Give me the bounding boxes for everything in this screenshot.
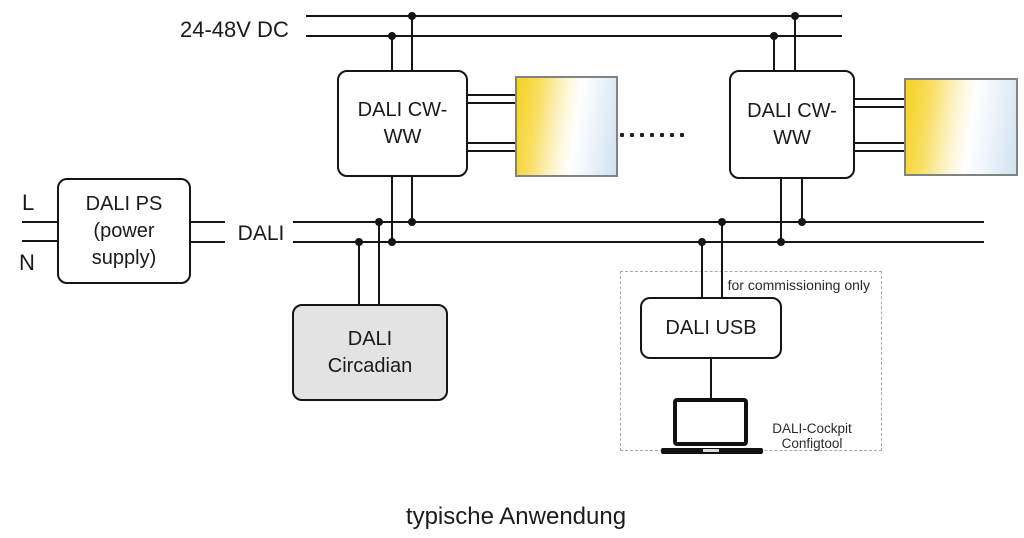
- driver1-led-wire: [468, 102, 515, 104]
- power-supply-label-line2: (power: [93, 219, 155, 242]
- driver1-dali-wire-b: [411, 177, 413, 223]
- configtool-label-line1: DALI-Cockpit: [772, 421, 852, 436]
- cw-ww-led-strip-1: [515, 76, 618, 177]
- junction-dot: [408, 12, 416, 20]
- driver2-led-wire: [855, 142, 904, 144]
- circadian-label-line1: DALI: [347, 327, 393, 350]
- driver1-led-wire: [468, 142, 515, 144]
- driver1-led-wire: [468, 150, 515, 152]
- dali-cw-ww-driver-1: DALI CW- WW: [337, 70, 468, 177]
- junction-dot: [355, 238, 363, 246]
- driver1-supply-wire-b: [411, 16, 413, 72]
- driver1-supply-wire-a: [391, 36, 393, 72]
- laptop-icon-notch: [703, 449, 719, 452]
- junction-dot: [718, 218, 726, 226]
- usb-dali-wire-a: [701, 242, 703, 298]
- driver2-supply-wire-b: [794, 16, 796, 72]
- usb-label: DALI USB: [665, 316, 757, 339]
- usb-laptop-wire: [710, 359, 712, 398]
- dali-circadian-module: DALI Circadian: [292, 304, 448, 401]
- driver1-label-line1: DALI CW-: [357, 98, 448, 121]
- driver1-led-wire: [468, 94, 515, 96]
- commissioning-note: for commissioning only: [727, 277, 870, 293]
- junction-dot: [698, 238, 706, 246]
- terminal-l-label: L: [22, 190, 35, 215]
- junction-dot: [375, 218, 383, 226]
- power-supply-label-line3: supply): [91, 246, 157, 269]
- continuation-ellipsis: [620, 133, 688, 137]
- circadian-dali-wire-a: [358, 242, 360, 306]
- power-supply-label-line1: DALI PS: [85, 192, 163, 215]
- junction-dot: [798, 218, 806, 226]
- driver2-led-wire: [855, 106, 904, 108]
- dali-bus-line-top: [293, 221, 984, 223]
- cw-ww-led-strip-2: [904, 78, 1018, 176]
- dali-usb-interface: DALI USB: [640, 297, 782, 359]
- driver2-supply-wire-a: [773, 36, 775, 72]
- dali-cw-ww-driver-2: DALI CW- WW: [729, 70, 855, 179]
- diagram-caption: typische Anwendung: [405, 503, 627, 530]
- driver2-dali-wire-b: [801, 179, 803, 223]
- mains-wire-n: [22, 240, 57, 242]
- power-bus-label: 24-48V DC: [180, 17, 289, 42]
- junction-dot: [770, 32, 778, 40]
- dali-bus-stub-bottom: [191, 241, 225, 243]
- terminal-n-label: N: [19, 250, 35, 275]
- configtool-label-line2: Configtool: [781, 436, 843, 451]
- junction-dot: [791, 12, 799, 20]
- circadian-dali-wire-b: [378, 222, 380, 306]
- driver2-label-line1: DALI CW-: [747, 99, 837, 122]
- dali-bus-line-bottom: [293, 241, 984, 243]
- driver2-led-wire: [855, 150, 904, 152]
- driver2-label-line2: WW: [773, 126, 811, 149]
- power-bus-line-top: [306, 15, 842, 17]
- dali-bus-stub-top: [191, 221, 225, 223]
- laptop-icon: [673, 398, 748, 446]
- junction-dot: [408, 218, 416, 226]
- dali-bus-label: DALI: [237, 222, 285, 245]
- dali-power-supply: DALI PS (power supply): [57, 178, 191, 284]
- driver1-dali-wire-a: [391, 177, 393, 243]
- power-bus-line-bottom: [306, 35, 842, 37]
- junction-dot: [777, 238, 785, 246]
- junction-dot: [388, 238, 396, 246]
- usb-dali-wire-b: [721, 222, 723, 298]
- driver2-led-wire: [855, 98, 904, 100]
- driver1-label-line2: WW: [383, 125, 422, 148]
- circadian-label-line2: Circadian: [327, 354, 413, 377]
- mains-wire-l: [22, 221, 57, 223]
- junction-dot: [388, 32, 396, 40]
- driver2-dali-wire-a: [780, 179, 782, 243]
- configtool-label: DALI-Cockpit Configtool: [762, 421, 862, 451]
